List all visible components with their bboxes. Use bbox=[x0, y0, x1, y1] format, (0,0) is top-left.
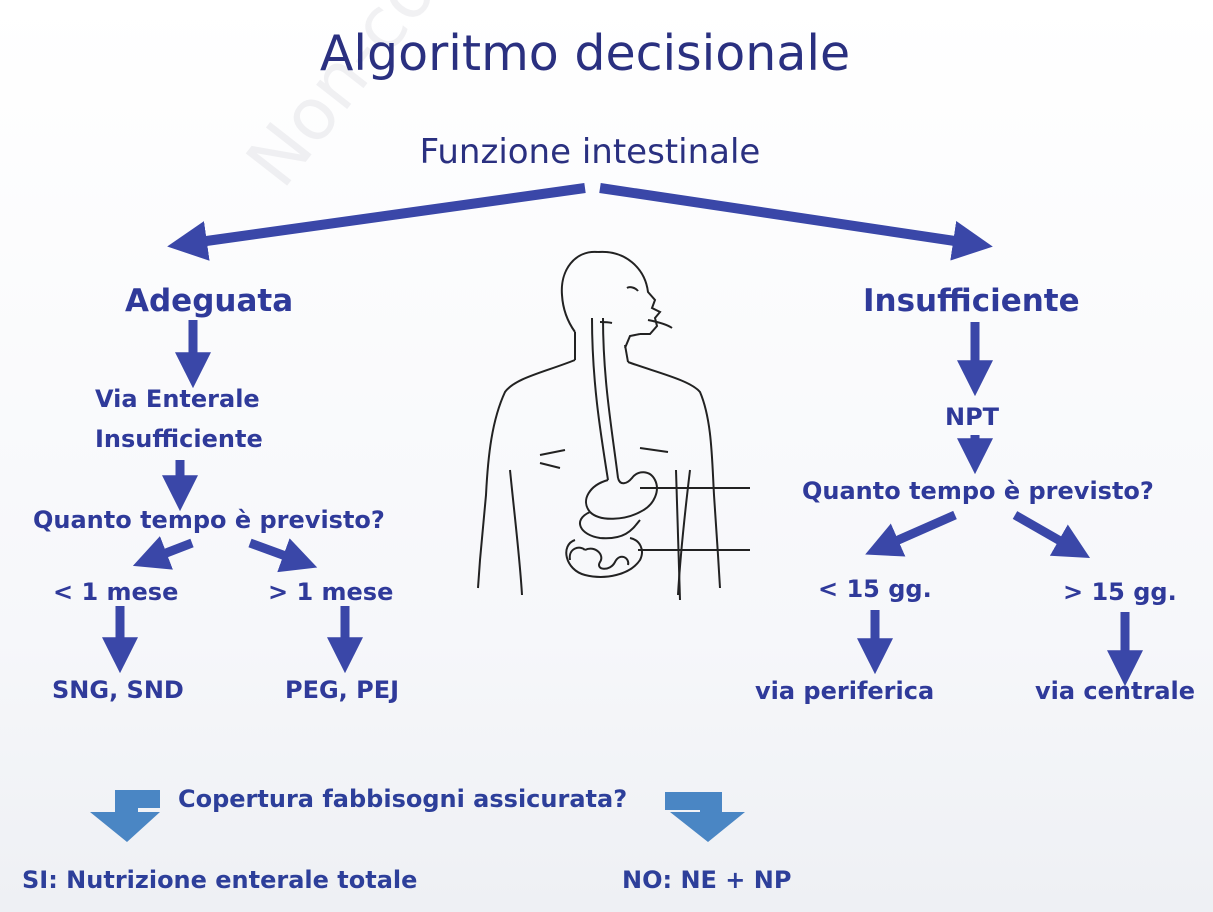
right-heading: Insufficiente bbox=[863, 283, 1080, 319]
right-result-a: via periferica bbox=[755, 677, 935, 705]
left-heading: Adeguata bbox=[125, 283, 294, 319]
bottom-yes: SI: Nutrizione enterale totale bbox=[22, 866, 418, 894]
arrow-to-adeguata bbox=[167, 183, 586, 261]
subtitle: Funzione intestinale bbox=[419, 132, 761, 172]
left-step1-line1: Via Enterale bbox=[95, 385, 260, 413]
left-option-b: > 1 mese bbox=[268, 578, 394, 606]
bottom-no: NO: NE + NP bbox=[622, 866, 792, 894]
arrow-left-lt1 bbox=[132, 536, 194, 570]
page-title: Algoritmo decisionale bbox=[319, 25, 851, 82]
right-result-b: via centrale bbox=[1035, 677, 1196, 705]
left-step1-line2: Insufficiente bbox=[95, 425, 263, 453]
right-question: Quanto tempo è previsto? bbox=[802, 477, 1154, 505]
right-step1: NPT bbox=[945, 403, 1000, 431]
arrow-left-gt1 bbox=[248, 538, 318, 573]
bottom-question: Copertura fabbisogni assicurata? bbox=[178, 785, 628, 813]
right-branch-arrows bbox=[857, 322, 1143, 687]
arrow-right-lt15 bbox=[865, 510, 957, 557]
right-option-a: < 15 gg. bbox=[818, 575, 932, 603]
arrow-right-gt15 bbox=[1012, 511, 1091, 559]
split-arrows bbox=[167, 183, 993, 261]
left-option-a: < 1 mese bbox=[53, 578, 179, 606]
left-result-b: PEG, PEJ bbox=[285, 676, 400, 704]
left-question: Quanto tempo è previsto? bbox=[33, 506, 385, 534]
left-branch-arrows bbox=[102, 320, 363, 674]
block-arrow-left bbox=[90, 790, 160, 842]
left-result-a: SNG, SND bbox=[52, 676, 184, 704]
arrow-to-insufficiente bbox=[599, 183, 993, 261]
block-arrow-right bbox=[665, 792, 745, 842]
right-option-b: > 15 gg. bbox=[1063, 578, 1177, 606]
human-digestive-illustration bbox=[477, 250, 750, 601]
